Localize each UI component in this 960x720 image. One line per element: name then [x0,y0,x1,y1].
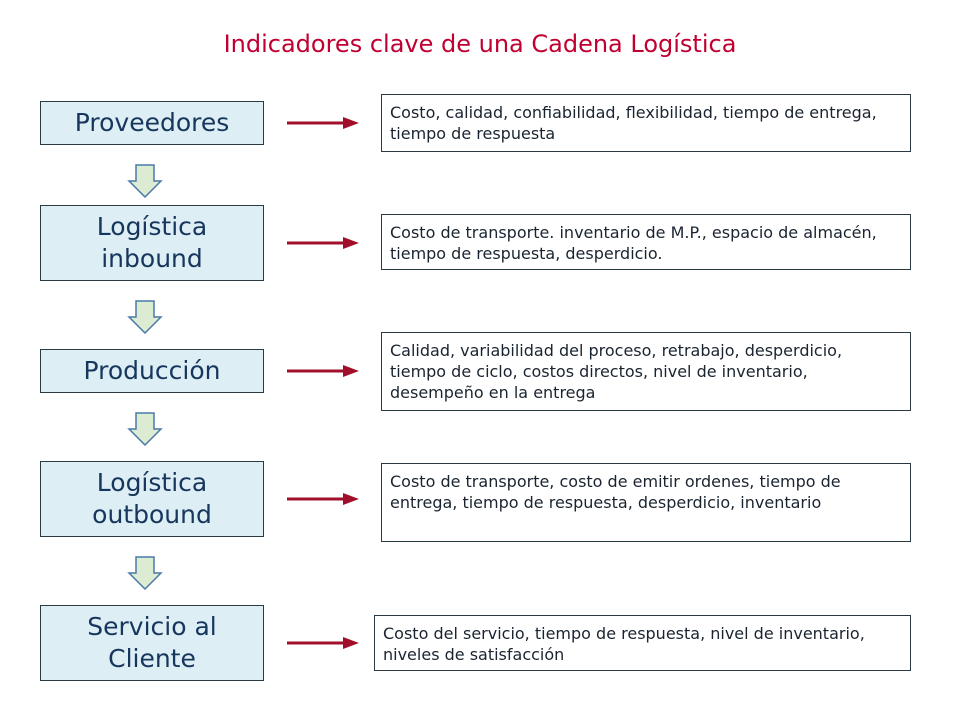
down-arrow-icon [127,164,163,198]
right-arrow-icon [287,237,359,249]
kpi-box-produccion: Calidad, variabilidad del proceso, retra… [381,332,911,411]
kpi-box-logistica-inbound: Costo de transporte. inventario de M.P.,… [381,214,911,270]
diagram-title: Indicadores clave de una Cadena Logístic… [223,30,737,58]
right-arrow-icon [287,365,359,377]
stage-box-logistica-inbound: Logística inbound [40,205,264,281]
down-arrow-icon [127,412,163,446]
right-arrow-icon [287,117,359,129]
stage-box-servicio-al-cliente: Servicio al Cliente [40,605,264,681]
kpi-box-proveedores: Costo, calidad, confiabilidad, flexibili… [381,94,911,152]
down-arrow-icon [127,556,163,590]
kpi-box-servicio-al-cliente: Costo del servicio, tiempo de respuesta,… [374,615,911,671]
stage-box-proveedores: Proveedores [40,101,264,145]
right-arrow-icon [287,493,359,505]
stage-box-logistica-outbound: Logística outbound [40,461,264,537]
stage-box-produccion: Producción [40,349,264,393]
down-arrow-icon [127,300,163,334]
kpi-box-logistica-outbound: Costo de transporte, costo de emitir ord… [381,463,911,542]
right-arrow-icon [287,637,359,649]
